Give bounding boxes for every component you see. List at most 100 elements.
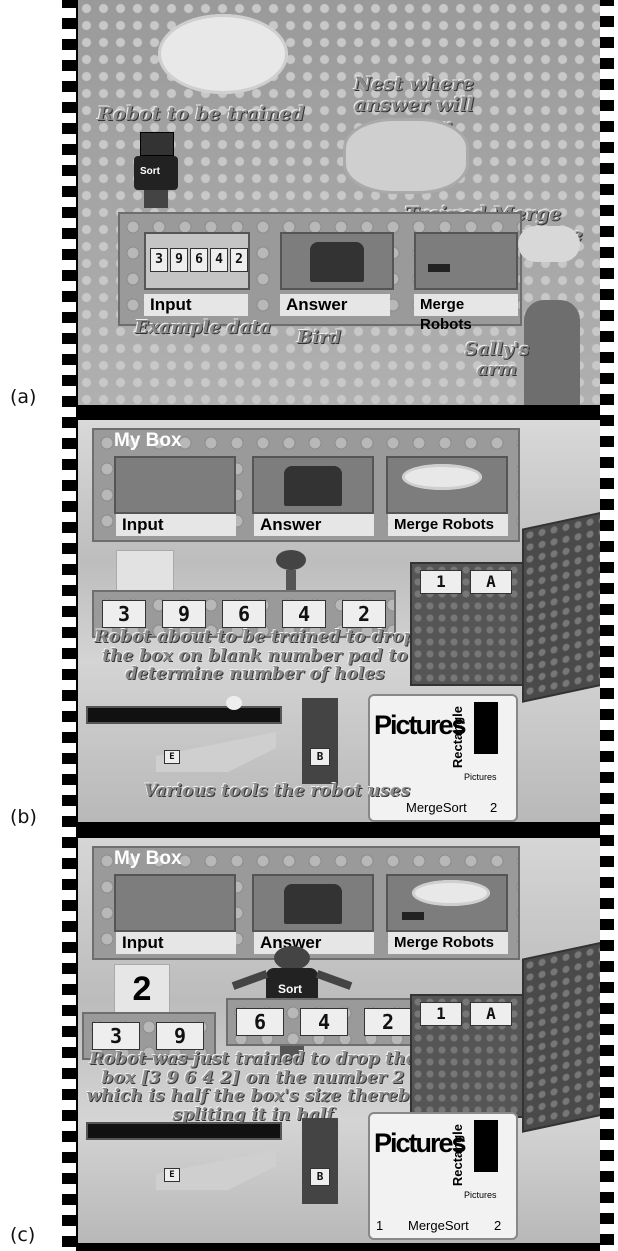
bird-truck-icon[interactable]: B	[302, 698, 338, 784]
digit-cell: 3	[150, 248, 168, 272]
toolbox[interactable]: 1 A	[410, 994, 524, 1118]
notebook-sub: Pictures	[464, 772, 497, 782]
answer-slot[interactable]	[252, 874, 374, 932]
number-two: 2	[132, 970, 152, 1008]
bird-icon	[284, 884, 342, 924]
pad-digit: 2	[342, 600, 386, 628]
pad-digit: 9	[162, 600, 206, 628]
my-box-title: My Box	[114, 430, 182, 451]
notebook-footer-left: MergeSort	[406, 800, 467, 815]
digit-cell: 9	[170, 248, 188, 272]
tool-letter: E	[164, 1168, 180, 1182]
pad-digit: 6	[236, 1008, 284, 1036]
answer-slot[interactable]	[252, 456, 374, 514]
my-box-tray: My Box Input Answer Merge Robots	[92, 846, 520, 960]
input-label: Input	[116, 932, 236, 954]
merge-robots-label: Merge Robots	[414, 294, 518, 333]
notebook[interactable]: Pictures Rectangle Pictures MergeSort 2	[368, 694, 518, 822]
pad-digit: 4	[300, 1008, 348, 1036]
input-label: Input	[144, 294, 248, 316]
panel-label-a: (a)	[10, 386, 37, 408]
bird-icon	[310, 242, 364, 282]
merge-robots-label: Merge Robots	[388, 514, 508, 536]
toolbox-lid	[522, 511, 600, 703]
toolbox-text-cell: A	[470, 570, 512, 594]
tool-letter: B	[310, 748, 330, 766]
input-slot[interactable]	[114, 456, 236, 514]
notebook-left-page-title: Pictures	[374, 1128, 467, 1158]
bird-icon	[284, 466, 342, 506]
box-tray: 3 9 6 4 2 Input Answer Merge Robots	[118, 212, 522, 333]
hand-icon	[518, 226, 580, 262]
merge-robot-icon	[402, 912, 424, 920]
pad-digit: 9	[156, 1022, 204, 1050]
robot-icon[interactable]: Sort	[134, 132, 178, 208]
number-pad[interactable]: 3 9 6 4 2	[92, 590, 396, 638]
merge-robots-slot[interactable]	[386, 874, 508, 932]
my-box-tray: My Box Input Answer Merge Robots	[92, 428, 520, 542]
training-caption: Robot was just trained to drop the box […	[86, 1049, 420, 1126]
robot-to-train-label: Robot to be trained	[97, 103, 305, 125]
bird-label: Bird	[296, 327, 342, 348]
training-caption: Robot about to be trained to drop the bo…	[94, 627, 416, 685]
pad-digit: 3	[102, 600, 146, 628]
notebook-sub: Pictures	[464, 1190, 497, 1200]
right-half-pad[interactable]: 6 4 2	[226, 998, 426, 1046]
bird-truck-icon[interactable]: B	[302, 1118, 338, 1204]
toolbox-number-cell: 1	[420, 1002, 462, 1026]
input-slot[interactable]	[114, 874, 236, 932]
input-slot[interactable]: 3 9 6 4 2	[144, 232, 250, 290]
frame-b: My Box Input Answer Merge Robots 3 9 6 4…	[78, 420, 600, 822]
robot-badge: Sort	[278, 982, 302, 996]
my-box-title: My Box	[114, 848, 182, 869]
notebook-right-page-title: Rectangle	[450, 706, 465, 769]
rectangle-icon	[474, 702, 498, 754]
notebook[interactable]: Pictures Rectangle Pictures 1 MergeSort …	[368, 1112, 518, 1240]
panel-label-c: (c)	[10, 1224, 36, 1246]
number-two-pad[interactable]: 2	[114, 964, 170, 1014]
ball-icon	[226, 696, 242, 710]
frame-c: My Box Input Answer Merge Robots 2 Sort …	[78, 838, 600, 1243]
notebook-footer-mid: MergeSort	[408, 1218, 469, 1233]
merge-robot-icon	[428, 264, 450, 272]
notebook-left-page-title: Pictures	[374, 710, 467, 740]
toolbox-number-cell: 1	[420, 570, 462, 594]
merge-robots-slot[interactable]	[386, 456, 508, 514]
notebook-page-number: 2	[490, 800, 498, 815]
digit-cell: 6	[190, 248, 208, 272]
merge-robots-slot[interactable]	[414, 232, 518, 290]
tools-caption: Various tools the robot uses	[143, 781, 411, 801]
toolbox-lid	[522, 941, 600, 1133]
pad-digit: 2	[364, 1008, 412, 1036]
magic-wand-icon[interactable]	[86, 1122, 282, 1140]
answer-label: Answer	[254, 514, 374, 536]
frame-a: Robot to be trained Sort Nest where answ…	[78, 0, 600, 405]
answer-label: Answer	[280, 294, 390, 316]
robot-badge: Sort	[140, 166, 160, 177]
merge-robots-label: Merge Robots	[388, 932, 508, 954]
notebook-page-number-left: 1	[376, 1218, 384, 1233]
rectangle-icon	[474, 1120, 498, 1172]
toolbox-text-cell: A	[470, 1002, 512, 1026]
pad-digit: 6	[222, 600, 266, 628]
sallys-arm-label: Sally's arm	[464, 339, 530, 380]
cloud-icon	[402, 464, 482, 490]
notebook-page-number: 2	[494, 1218, 502, 1233]
left-half-pad[interactable]: 3 9	[82, 1012, 216, 1060]
input-label: Input	[116, 514, 236, 536]
pad-digit: 3	[92, 1022, 140, 1050]
pad-digit: 4	[282, 600, 326, 628]
digit-cell: 4	[210, 248, 228, 272]
panel-label-b: (b)	[10, 806, 37, 828]
digit-cell: 2	[230, 248, 248, 272]
example-data-label: Example data	[134, 317, 272, 338]
magic-wand-icon[interactable]	[86, 706, 282, 724]
tool-letter: E	[164, 750, 180, 764]
nest-icon	[343, 118, 469, 194]
toolbox[interactable]: 1 A	[410, 562, 524, 686]
thought-cloud-icon	[158, 14, 288, 94]
tool-letter: B	[310, 1168, 330, 1186]
answer-slot[interactable]	[280, 232, 394, 290]
cloud-icon	[412, 880, 490, 906]
sallys-arm-icon	[524, 300, 580, 405]
